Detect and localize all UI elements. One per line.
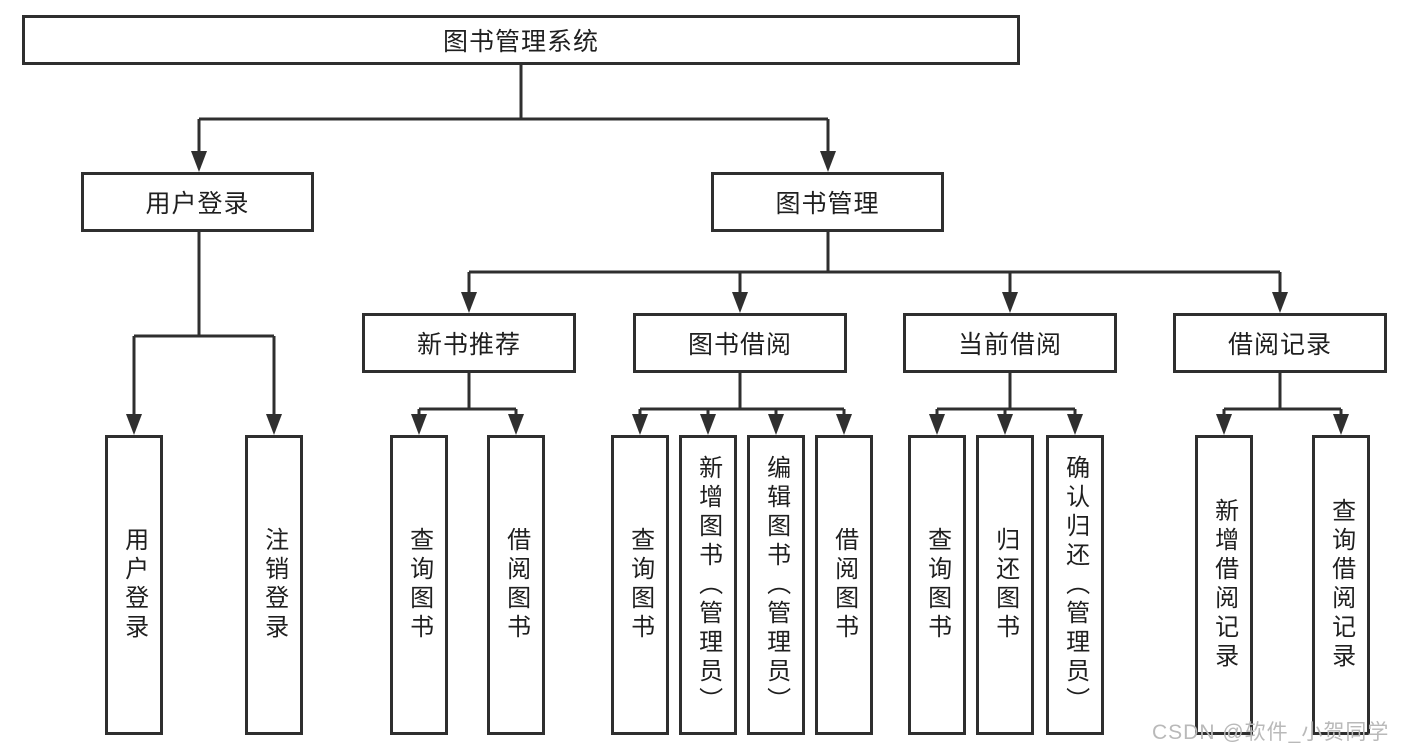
node-new-book-recommendation: 新书推荐 — [362, 313, 576, 373]
leaf-label: 编辑图书（管理员） — [762, 454, 790, 716]
leaf-label: 新增图书（管理员） — [694, 454, 722, 716]
leaf-current-query-books: 查询图书 — [908, 435, 966, 735]
node-current-borrowing: 当前借阅 — [903, 313, 1117, 373]
node-borrowing-records: 借阅记录 — [1173, 313, 1387, 373]
leaf-label: 查询图书 — [923, 527, 951, 643]
leaf-label: 借阅图书 — [830, 527, 858, 643]
leaf-recommend-borrow-books: 借阅图书 — [487, 435, 545, 735]
leaf-current-confirm-return-admin: 确认归还（管理员） — [1046, 435, 1104, 735]
leaf-label: 归还图书 — [991, 527, 1019, 643]
leaf-current-return-books: 归还图书 — [976, 435, 1034, 735]
leaf-label: 注销登录 — [260, 527, 288, 643]
leaf-logout: 注销登录 — [245, 435, 303, 735]
leaf-borrow-edit-books-admin: 编辑图书（管理员） — [747, 435, 805, 735]
leaf-records-add-record: 新增借阅记录 — [1195, 435, 1253, 735]
leaf-label: 用户登录 — [120, 527, 148, 643]
leaf-label: 查询图书 — [405, 527, 433, 643]
leaf-records-query-record: 查询借阅记录 — [1312, 435, 1370, 735]
node-book-management: 图书管理 — [711, 172, 944, 232]
leaf-label: 查询图书 — [626, 527, 654, 643]
leaf-label: 查询借阅记录 — [1327, 498, 1355, 672]
leaf-recommend-query-books: 查询图书 — [390, 435, 448, 735]
node-user-login: 用户登录 — [81, 172, 314, 232]
leaf-borrow-query-books: 查询图书 — [611, 435, 669, 735]
watermark: CSDN @软件_小贺同学 — [1152, 721, 1390, 744]
leaf-borrow-borrow-books: 借阅图书 — [815, 435, 873, 735]
leaf-label: 新增借阅记录 — [1210, 498, 1238, 672]
node-root-library-system: 图书管理系统 — [22, 15, 1020, 65]
leaf-borrow-add-books-admin: 新增图书（管理员） — [679, 435, 737, 735]
leaf-user-login: 用户登录 — [105, 435, 163, 735]
node-book-borrowing: 图书借阅 — [633, 313, 847, 373]
leaf-label: 借阅图书 — [502, 527, 530, 643]
leaf-label: 确认归还（管理员） — [1061, 454, 1089, 716]
